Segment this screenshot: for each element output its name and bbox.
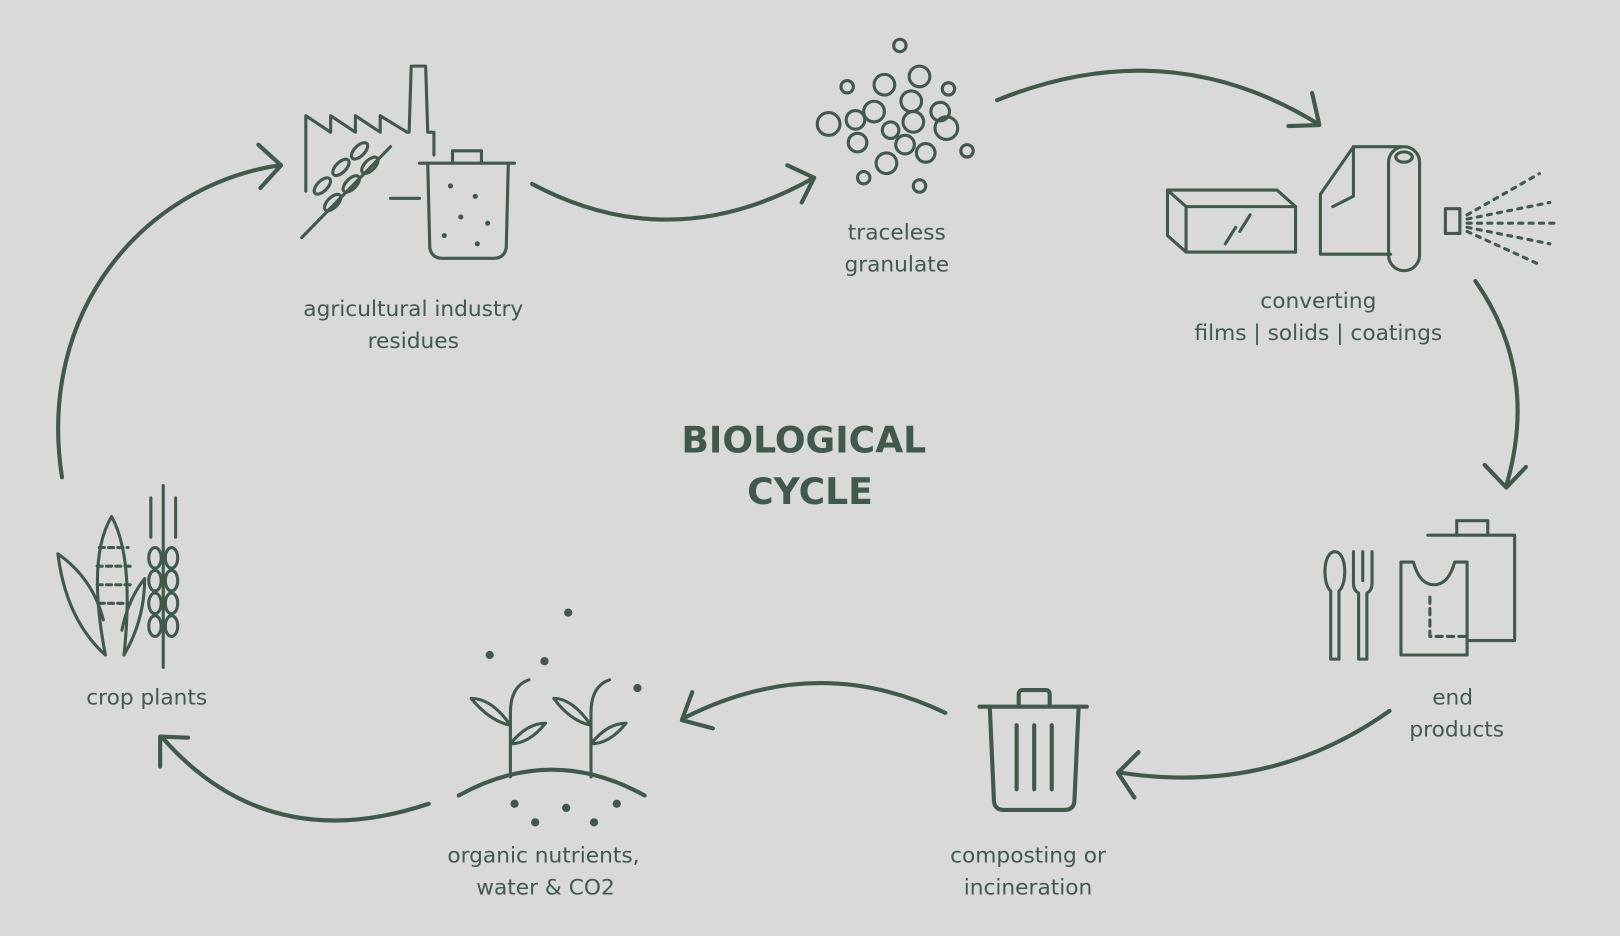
label-granulate-1: traceless	[848, 221, 946, 246]
label-agricultural-residues-1: agricultural industry	[303, 297, 523, 322]
label-nutrients-1: organic nutrients,	[447, 844, 639, 869]
arrow-converting-to-products	[1473, 278, 1529, 490]
arrow-granulate-to-converting	[994, 68, 1322, 129]
granulate-icon	[815, 37, 975, 194]
label-composting-1: composting or	[950, 844, 1106, 869]
arrow-residues-to-granulate	[530, 163, 817, 222]
label-converting-1: converting	[1260, 289, 1376, 314]
films-solids-coatings-icon	[1165, 145, 1558, 273]
label-end-products-1: end	[1432, 686, 1473, 711]
spray-coating-icon	[1443, 172, 1558, 267]
label-granulate-2: granulate	[844, 253, 949, 278]
label-crop-plants: crop plants	[86, 686, 207, 711]
label-agricultural-residues-2: residues	[368, 329, 459, 354]
title-line-2: CYCLE	[747, 470, 873, 513]
solid-block-icon	[1165, 188, 1298, 254]
label-nutrients-2: water & CO2	[476, 876, 615, 901]
arrow-crops-to-residues	[56, 142, 284, 480]
label-composting-2: incineration	[964, 876, 1093, 901]
arrow-products-to-composting	[1115, 708, 1392, 800]
corn-wheat-icon	[56, 484, 180, 669]
cycle-arrows	[56, 68, 1529, 823]
arrow-nutrients-to-crops	[158, 734, 431, 823]
film-roll-icon	[1318, 145, 1422, 273]
arrow-composting-to-nutrients	[679, 681, 948, 731]
label-end-products-2: products	[1409, 718, 1504, 743]
cutlery-bags-icon	[1323, 519, 1517, 661]
title-line-1: BIOLOGICAL	[681, 419, 926, 462]
label-converting-2: films | solids | coatings	[1194, 321, 1442, 346]
trash-bin-icon	[977, 688, 1089, 813]
factory-wheat-bin-icon	[300, 64, 517, 260]
sprouts-soil-icon	[456, 608, 647, 827]
